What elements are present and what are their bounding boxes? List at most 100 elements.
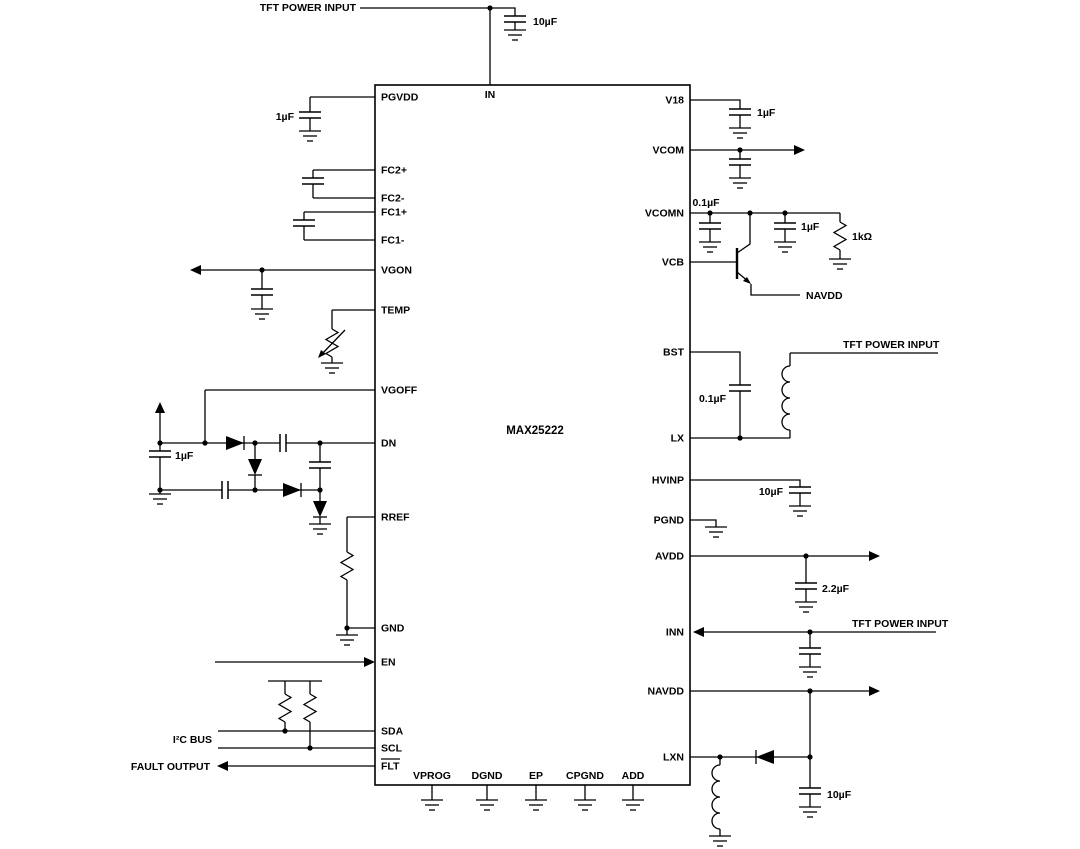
junction-dot — [259, 267, 265, 273]
thermistor-arrowhead — [318, 350, 326, 358]
net-label-i2c-bus: I²C BUS — [173, 734, 212, 746]
wire-fc2 — [312, 169, 375, 199]
ground-symbol — [828, 258, 852, 270]
wire-i2c — [218, 730, 375, 749]
pin-labels: IN PGVDD FC2+ FC2- FC1+ FC1- VGON TEMP V… — [381, 89, 685, 782]
pin-label-lx: LX — [671, 433, 684, 445]
transistor-emitter — [736, 271, 800, 296]
pin-label-flt: FLT — [381, 761, 400, 773]
wire-rref-gnd — [346, 516, 375, 635]
junction-dot — [717, 754, 723, 760]
pin-label-dgnd: DGND — [472, 770, 503, 782]
junction-dot — [252, 487, 258, 493]
junction-dot — [252, 440, 258, 446]
junction-dot — [202, 440, 208, 446]
diode-dn-1 — [226, 436, 245, 450]
junction-dot — [737, 435, 743, 441]
value-label-res-vcb: 1kΩ — [852, 231, 872, 243]
pin-label-vcom: VCOM — [653, 145, 685, 157]
cap-bst — [728, 384, 752, 392]
ground-symbol — [728, 177, 752, 189]
pin-label-vcb: VCB — [662, 257, 685, 269]
arrow-en-input — [364, 657, 375, 667]
ground-symbol — [798, 806, 822, 818]
pin-label-ep: EP — [529, 770, 543, 782]
wire-hvinp — [690, 479, 801, 506]
pin-label-rref: RREF — [381, 512, 410, 524]
wire-fc1 — [303, 211, 375, 241]
pin-label-fc1p: FC1+ — [381, 207, 407, 219]
cap-vgon — [250, 288, 274, 296]
ground-symbol — [524, 799, 548, 811]
value-label-cap-v18: 1µF — [757, 107, 776, 119]
junction-dot — [807, 688, 813, 694]
wire-temp — [331, 309, 375, 363]
cap-v18 — [728, 108, 752, 116]
value-label-cap-lxn: 10µF — [827, 789, 852, 801]
pullup-resistor-sda — [278, 693, 292, 723]
cap-vcomn — [698, 222, 722, 230]
thermistor-temp — [318, 328, 346, 358]
ground-symbol — [621, 799, 645, 811]
pin-label-fc2p: FC2+ — [381, 165, 407, 177]
cap-dn-stage — [308, 461, 332, 469]
ground-symbol — [250, 308, 274, 320]
junction-dot — [344, 625, 350, 631]
wire-v18 — [690, 99, 741, 128]
wire-vgoff — [204, 389, 375, 443]
pin-label-dn: DN — [381, 438, 396, 450]
net-label-tft-power-input-top: TFT POWER INPUT — [260, 2, 357, 14]
wire-pgnd — [690, 519, 717, 527]
ground-symbol — [798, 666, 822, 678]
cap-vcom — [728, 158, 752, 166]
cap-pgvdd — [298, 111, 322, 119]
junction-dot — [487, 5, 493, 11]
wire-vcomn — [690, 212, 841, 259]
arrow-navdd-output — [869, 686, 880, 696]
ground-symbol — [298, 130, 322, 142]
junction-dot — [747, 210, 753, 216]
pin-label-vgoff: VGOFF — [381, 385, 418, 397]
ground-symbol — [148, 493, 172, 505]
arrow-avdd-output — [869, 551, 880, 561]
junction-dot — [737, 147, 743, 153]
wire-dn-chargepump — [159, 412, 375, 524]
pin-label-lxn: LXN — [663, 752, 684, 764]
cap-in — [503, 15, 527, 23]
ic-part-number: MAX25222 — [506, 425, 564, 437]
cap-vgoff-output — [148, 450, 172, 458]
value-label-cap-pgvdd: 1µF — [276, 111, 295, 123]
junction-dot — [317, 487, 323, 493]
resistor-rref — [340, 551, 354, 581]
junction-dot — [157, 440, 163, 446]
diode-dn-4 — [313, 501, 327, 518]
ground-symbol — [794, 601, 818, 613]
wires — [159, 7, 938, 836]
net-label-fault-output: FAULT OUTPUT — [131, 761, 211, 773]
pin-label-sda: SDA — [381, 726, 404, 738]
pin-label-hvinp: HVINP — [652, 475, 684, 487]
pin-label-avdd: AVDD — [655, 551, 684, 563]
value-label-cap-bst: 0.1µF — [699, 393, 727, 405]
cap-fc2-flying — [301, 177, 325, 185]
junction-dot — [157, 487, 163, 493]
ground-symbol — [708, 835, 732, 847]
cap-dn-flying1 — [279, 433, 287, 453]
pin-label-fc1n: FC1- — [381, 235, 405, 247]
net-label-tft-power-input-bst: TFT POWER INPUT — [843, 339, 940, 351]
cap-hvinp — [788, 486, 812, 494]
npn-transistor-vcb — [690, 213, 800, 296]
cap-vcb — [773, 222, 797, 230]
wire-in — [360, 7, 516, 85]
pin-label-pgvdd: PGVDD — [381, 92, 419, 104]
net-label-navdd: NAVDD — [806, 290, 843, 302]
ground-symbol — [308, 523, 332, 535]
pin-label-navdd: NAVDD — [647, 686, 684, 698]
value-label-cap-vcb: 1µF — [801, 221, 820, 233]
ic-body — [374, 84, 691, 786]
inductor-navdd — [711, 764, 721, 830]
ground-symbol — [788, 505, 812, 517]
cap-dn-flying2 — [221, 480, 229, 500]
